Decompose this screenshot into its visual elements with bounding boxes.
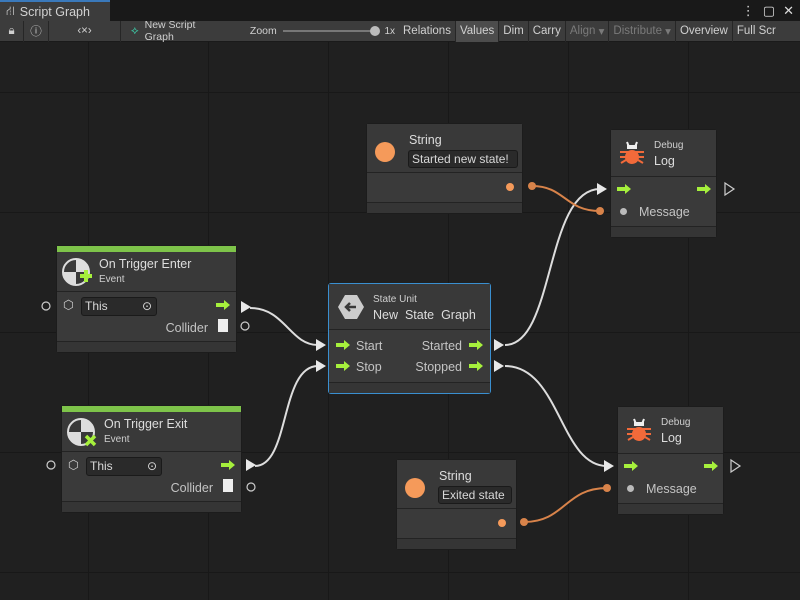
gameobject-icon: ⬡: [63, 298, 74, 312]
node-subtitle: Debug: [661, 417, 691, 428]
node-string-started[interactable]: String Started new state!: [366, 123, 523, 214]
flow-input-icon: [336, 340, 350, 350]
flow-input-icon: [617, 184, 631, 194]
variables-button[interactable]: ‹×›: [49, 20, 121, 42]
output-label: Collider: [170, 481, 213, 495]
input-start-label: Start: [356, 339, 383, 353]
node-title: Log: [654, 154, 675, 168]
flow-input-icon: [336, 361, 350, 371]
dim-button[interactable]: Dim: [499, 20, 529, 42]
bug-icon: [620, 141, 644, 164]
flow-output-icon: [469, 340, 483, 350]
zoom-slider[interactable]: [282, 26, 381, 36]
carry-button[interactable]: Carry: [529, 20, 566, 42]
target-field[interactable]: This⊙: [81, 297, 157, 316]
title-bar: ⛙ Script Graph ⋮ ▢ ✕: [0, 0, 800, 21]
flow-output-icon: [221, 460, 235, 470]
string-icon: [375, 142, 395, 162]
object-picker-icon: ⊙: [141, 299, 152, 313]
zoom-value: 1x: [384, 25, 395, 37]
string-value-field[interactable]: Exited state: [438, 486, 512, 504]
string-value-field[interactable]: Started new state!: [408, 150, 518, 168]
output-started-label: Started: [421, 339, 462, 353]
flow-input-icon: [624, 461, 638, 471]
node-subtitle: Event: [104, 434, 130, 445]
node-debug-log-2[interactable]: Debug Log Message: [617, 406, 724, 515]
maximize-icon[interactable]: ▢: [762, 3, 776, 18]
input-stop-label: Stop: [356, 360, 382, 374]
output-stopped-label: Stopped: [415, 360, 462, 374]
document-icon: [223, 479, 233, 492]
graph-icon: ⟡: [131, 24, 139, 37]
node-string-exited[interactable]: String Exited state: [396, 459, 517, 550]
flow-output-icon: [469, 361, 483, 371]
node-title: Log: [661, 431, 682, 445]
node-on-trigger-exit[interactable]: On Trigger Exit Event ⬡ This⊙ Collider: [61, 405, 242, 513]
more-options-icon[interactable]: ⋮: [741, 3, 755, 18]
node-on-trigger-enter[interactable]: On Trigger Enter Event ⬡ This⊙ Collider: [56, 245, 237, 353]
lock-button[interactable]: 🔒︎: [0, 20, 24, 42]
output-port[interactable]: [498, 519, 506, 527]
message-label: Message: [646, 482, 697, 496]
info-button[interactable]: ⓘ: [24, 20, 49, 42]
state-unit-icon: [338, 295, 364, 319]
node-title: New State Graph: [373, 308, 476, 322]
message-port[interactable]: [627, 485, 634, 492]
bug-icon: [627, 418, 651, 441]
relations-button[interactable]: Relations: [399, 20, 456, 42]
overview-button[interactable]: Overview: [676, 20, 733, 42]
node-subtitle: Event: [99, 274, 125, 285]
target-field[interactable]: This⊙: [86, 457, 162, 476]
flow-output-icon: [216, 300, 230, 310]
values-button[interactable]: Values: [455, 20, 500, 42]
message-port[interactable]: [620, 208, 627, 215]
node-subtitle: Debug: [654, 140, 684, 151]
document-icon: [218, 319, 228, 332]
hierarchy-icon: ⛙: [6, 3, 15, 18]
message-label: Message: [639, 205, 690, 219]
graph-name-breadcrumb[interactable]: New Script Graph: [144, 19, 196, 43]
node-title: On Trigger Enter: [99, 257, 192, 271]
toolbar: 🔒︎ ⓘ ‹×› ⟡ New Script Graph Zoom 1x Rela…: [0, 19, 800, 43]
trigger-exit-icon: [67, 418, 97, 447]
flow-output-icon: [704, 461, 718, 471]
node-title: String: [409, 133, 442, 147]
zoom-label: Zoom: [249, 25, 277, 37]
string-icon: [405, 478, 425, 498]
close-icon[interactable]: ✕: [783, 3, 794, 18]
node-title: On Trigger Exit: [104, 417, 188, 431]
node-state-unit[interactable]: State Unit New State Graph Start Started…: [328, 283, 491, 394]
fullscreen-button[interactable]: Full Scr: [736, 25, 776, 37]
node-title: String: [439, 469, 472, 483]
object-picker-icon: ⊙: [146, 459, 157, 473]
node-subtitle: State Unit: [373, 294, 417, 305]
flow-output-icon: [697, 184, 711, 194]
zoom-slider-handle[interactable]: [370, 26, 381, 36]
trigger-enter-icon: [62, 258, 92, 286]
node-debug-log-1[interactable]: Debug Log Message: [610, 129, 717, 238]
output-port[interactable]: [506, 183, 514, 191]
tab-script-graph[interactable]: ⛙ Script Graph: [0, 0, 110, 21]
gameobject-icon: ⬡: [68, 458, 79, 472]
distribute-dropdown[interactable]: Distribute ▾: [609, 20, 676, 42]
output-label: Collider: [165, 321, 208, 335]
align-dropdown[interactable]: Align ▾: [566, 20, 610, 42]
